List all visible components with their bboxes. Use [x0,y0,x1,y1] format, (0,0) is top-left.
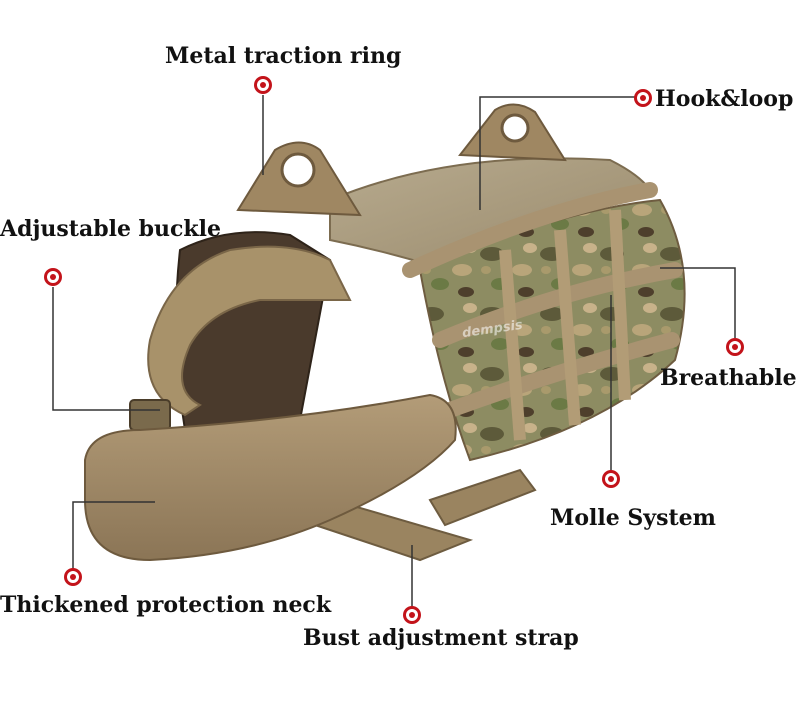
label-adjustable-buckle: Adjustable buckle [0,216,221,242]
belly-strap [428,468,537,527]
marker-molle-system [602,470,620,488]
marker-adjustable-buckle [44,268,62,286]
label-hook-loop: Hook&loop [655,86,794,112]
label-metal-traction-ring: Metal traction ring [165,43,402,69]
label-breathable: Breathable [660,365,797,391]
marker-thickened-protection-neck [64,568,82,586]
molle-webbing [402,182,683,418]
marker-metal-traction-ring [254,76,272,94]
leader-lines [52,95,736,607]
marker-bust-adjustment-strap [403,606,421,624]
label-molle-system: Molle System [550,505,716,531]
molle-verticals [499,209,631,441]
label-thickened-protection-neck: Thickened protection neck [0,592,332,618]
marker-breathable [726,338,744,356]
marker-hook-loop [634,89,652,107]
front-loop-strap [147,245,352,417]
label-bust-adjustment-strap: Bust adjustment strap [303,625,579,651]
buckle [129,399,171,431]
padded-neck [84,393,457,562]
